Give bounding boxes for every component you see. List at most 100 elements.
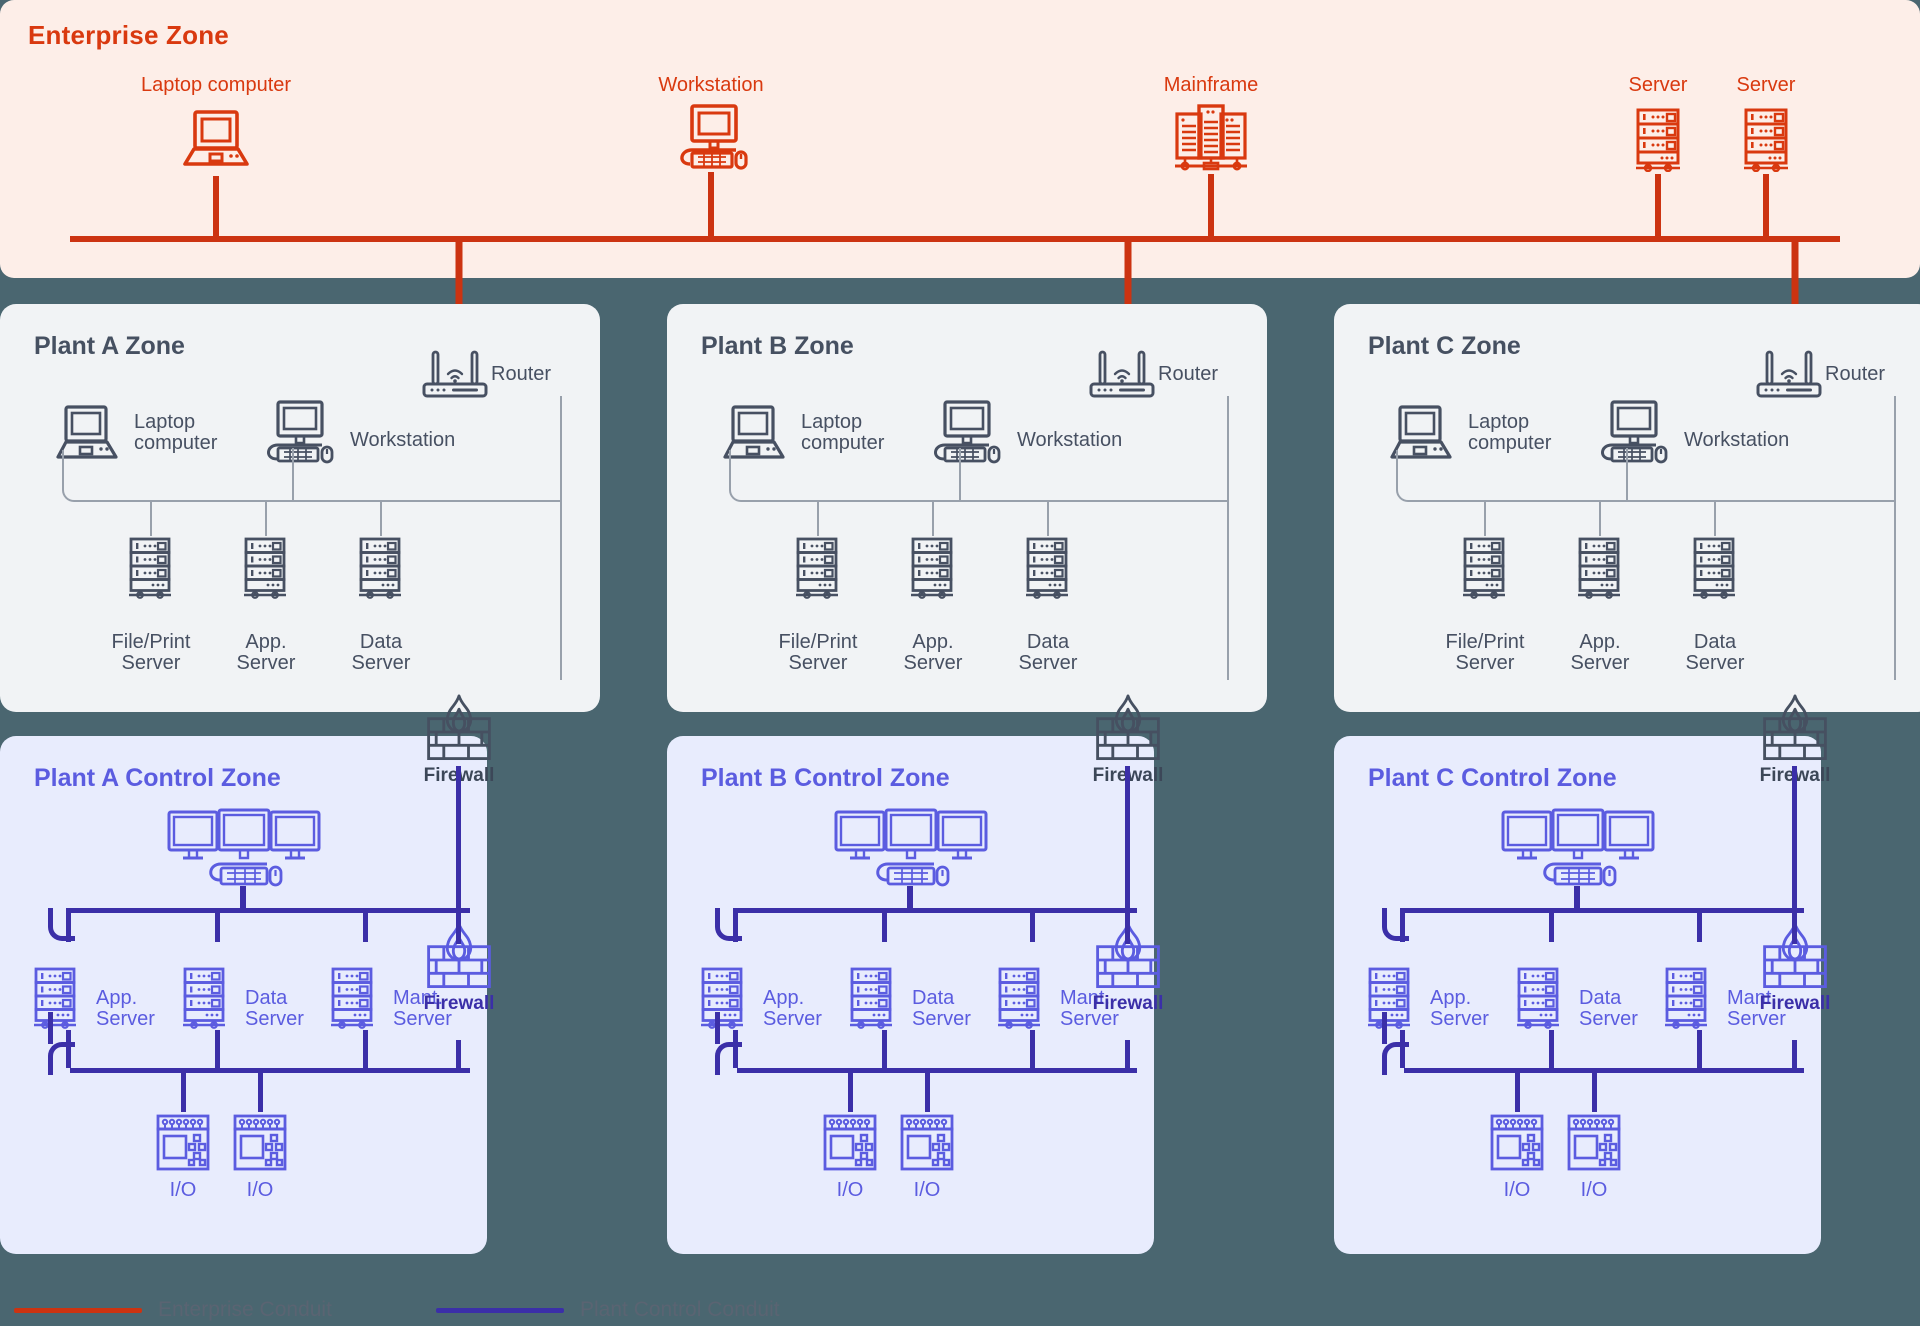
client-label-laptop-plant-a: Laptop computer — [134, 411, 218, 454]
plant-a-corner-noop — [560, 500, 562, 502]
firewall-icon — [423, 922, 495, 995]
plant-a-control-zone-title: Plant A Control Zone — [34, 764, 281, 792]
plant-b-stub-router — [1227, 396, 1229, 500]
control-c-lower-bus — [1404, 1068, 1804, 1073]
control-b-io-stub-0 — [848, 1068, 853, 1112]
laptop-icon — [52, 404, 124, 467]
io-module-icon — [1563, 1112, 1625, 1179]
control-b-io-label-1: I/O — [913, 1179, 941, 1201]
plant-a-server-label-0: File/Print Server — [111, 631, 191, 674]
control-a-bus-corner-left — [48, 908, 75, 941]
control-a-lower-riser-0 — [66, 1030, 71, 1068]
mainframe-icon — [1165, 102, 1257, 177]
multi-monitor-workstation-icon — [163, 808, 323, 899]
plant-b-stub-workstation — [959, 448, 961, 500]
plant-c-server-label-1: App. Server — [1570, 631, 1630, 674]
plant-a-stub-router — [560, 396, 562, 500]
server-icon — [693, 966, 753, 1035]
plant-a-stub-workstation — [292, 448, 294, 500]
plant-a-stub-laptop — [62, 450, 64, 472]
plant-c-stub-router — [1894, 396, 1896, 500]
plant-a-server-stub-0 — [150, 500, 152, 536]
control-b-io-label-0: I/O — [836, 1179, 864, 1201]
enterprise-node-label-workstation: Workstation — [658, 74, 764, 96]
server-icon — [236, 536, 296, 605]
firewall-icon — [1759, 694, 1831, 767]
control-c-io-stub-0 — [1515, 1068, 1520, 1112]
plant-a-server-stub-1 — [265, 500, 267, 536]
io-module-icon — [229, 1112, 291, 1179]
control-a-upper-bus — [70, 908, 470, 913]
server-icon — [903, 536, 963, 605]
control-a-fw-vertical — [456, 766, 461, 916]
plant-b-server-stub-2 — [1047, 500, 1049, 536]
server-icon — [121, 536, 181, 605]
plant-b-zone-panel: Plant B Zone — [667, 304, 1267, 712]
control-c-firewall: Firewall — [1759, 922, 1831, 1015]
control-b-bus-corner-left — [715, 908, 742, 941]
router-label-plant-b: Router — [1158, 363, 1219, 385]
laptop-icon — [719, 404, 791, 467]
server-icon — [990, 966, 1050, 1035]
control-b-server-label-2: Mant. Server — [1060, 987, 1119, 1030]
control-b-fw-riser-top — [1125, 908, 1130, 944]
plant-b-corner-noop — [1227, 500, 1229, 502]
control-b-lower-riser-0 — [733, 1030, 738, 1068]
plant-b-stub-laptop — [729, 450, 731, 472]
router-icon — [418, 348, 492, 405]
firewall-label: Firewall — [1759, 993, 1831, 1015]
control-a-server-label-1: Data Server — [245, 987, 304, 1030]
server-icon — [1455, 536, 1515, 605]
control-a-lower-corner — [48, 1042, 75, 1075]
enterprise-stub-mainframe — [1208, 174, 1214, 238]
control-c-fw-riser-bottom — [1792, 1040, 1797, 1068]
server-icon — [1626, 106, 1690, 177]
enterprise-zone-panel: Enterprise Zone Laptop computer Workstat… — [0, 0, 1920, 278]
control-b-server-stub-2 — [1030, 908, 1035, 942]
plant-a-bus-corner — [62, 472, 78, 502]
server-icon — [1570, 536, 1630, 605]
plant-c-lan-bus — [1410, 500, 1894, 502]
control-b-lower-riser-2 — [1030, 1030, 1035, 1068]
plant-a-server-label-2: Data Server — [351, 631, 411, 674]
plant-c-control-zone-title: Plant C Control Zone — [1368, 764, 1617, 792]
control-c-server-label-2: Mant. Server — [1727, 987, 1786, 1030]
plant-c-server-label-0: File/Print Server — [1445, 631, 1525, 674]
control-a-lower-riser-1 — [215, 1030, 220, 1068]
legend: Enterprise Conduit Plant Control Conduit — [0, 1296, 1920, 1326]
client-label-workstation-plant-b: Workstation — [1017, 429, 1123, 451]
plant-a-zone-panel: Plant A Zone — [0, 304, 600, 712]
control-c-server-stub-1 — [1549, 908, 1554, 942]
multi-monitor-workstation-icon — [1497, 808, 1657, 899]
control-c-io-label-0: I/O — [1503, 1179, 1531, 1201]
control-c-bus-corner-left — [1382, 908, 1409, 941]
plant-b-server-label-0: File/Print Server — [778, 631, 858, 674]
server-icon — [175, 966, 235, 1035]
laptop-icon — [177, 108, 255, 175]
plant-c-server-stub-2 — [1714, 500, 1716, 536]
control-a-io-stub-0 — [181, 1068, 186, 1112]
control-c-upper-bus — [1404, 908, 1804, 913]
plant-b-control-zone-title: Plant B Control Zone — [701, 764, 950, 792]
server-icon — [1734, 106, 1798, 177]
control-a-hmi-stub — [240, 886, 246, 908]
plant-c-server-stub-1 — [1599, 500, 1601, 536]
control-b-fw-vertical — [1125, 766, 1130, 916]
enterprise-node-label-laptop: Laptop computer — [140, 74, 292, 96]
control-a-server-label-2: Mant. Server — [393, 987, 452, 1030]
io-module-icon — [896, 1112, 958, 1179]
plant-b-lan-bus — [743, 500, 1227, 502]
control-c-server-label-1: Data Server — [1579, 987, 1638, 1030]
router-label-plant-c: Router — [1825, 363, 1886, 385]
plant-b-server-label-1: App. Server — [903, 631, 963, 674]
control-a-fw-riser-bottom — [456, 1040, 461, 1068]
plant-a-server-stub-2 — [380, 500, 382, 536]
io-module-icon — [152, 1112, 214, 1179]
laptop-icon — [1386, 404, 1458, 467]
firewall-icon — [1092, 694, 1164, 767]
enterprise-drop-plant-a — [455, 236, 463, 358]
control-b-hmi-stub — [907, 886, 913, 908]
server-icon — [1360, 966, 1420, 1035]
plant-b-server-stub-0 — [817, 500, 819, 536]
control-c-server-label-0: App. Server — [1430, 987, 1489, 1030]
